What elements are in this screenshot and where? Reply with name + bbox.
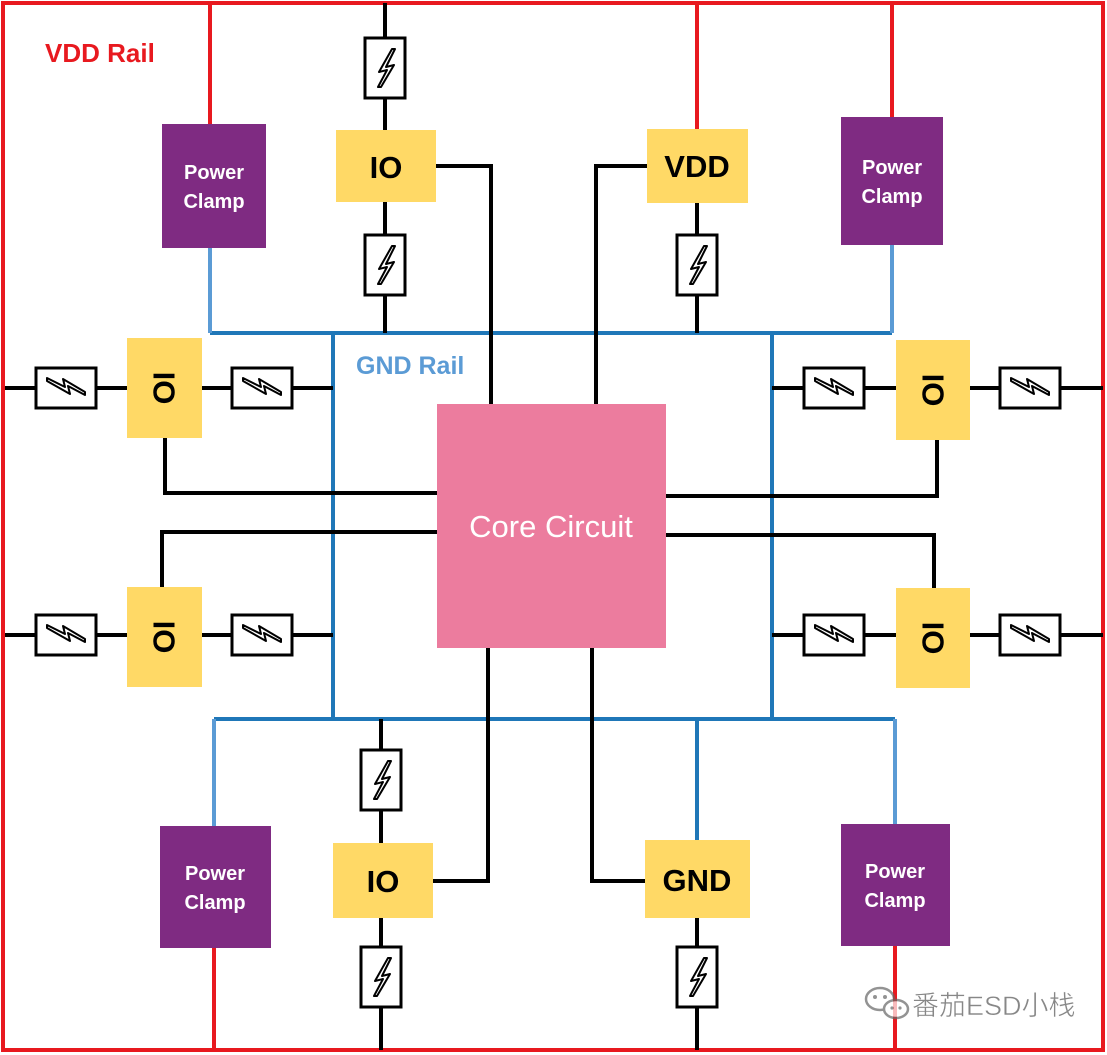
esd-device xyxy=(359,748,403,812)
wechat-icon xyxy=(864,986,910,1020)
vdd-rail-label: VDD Rail xyxy=(45,38,155,68)
vdd-pad: VDD xyxy=(647,129,748,203)
esd-device xyxy=(998,366,1062,410)
esd-device xyxy=(802,366,866,410)
io-pad-label: IO xyxy=(916,622,951,655)
io-pad-left-top: IO xyxy=(127,338,202,438)
io-pad-bottom: IO xyxy=(333,843,433,918)
esd-device xyxy=(34,613,98,657)
esd-device xyxy=(359,945,403,1009)
esd-device xyxy=(802,613,866,657)
esd-device xyxy=(675,233,719,297)
power-clamp-label: Power xyxy=(862,157,922,179)
power-clamp-label: Clamp xyxy=(184,892,245,914)
io-pad-label: IO xyxy=(370,150,403,185)
esd-device xyxy=(363,36,407,100)
io-pad-label: IO xyxy=(147,372,182,405)
power-clamp-label: Clamp xyxy=(864,890,925,912)
io-pad-left-bottom: IO xyxy=(127,587,202,687)
watermark-text: 番茄ESD小栈 xyxy=(912,991,1076,1021)
gnd-rail-label: GND Rail xyxy=(356,352,464,380)
power-clamp-label: Power xyxy=(185,863,245,885)
vdd-pad-label: VDD xyxy=(664,149,729,184)
esd-device xyxy=(34,366,98,410)
power-clamp-label: Power xyxy=(865,861,925,883)
esd-device xyxy=(230,613,294,657)
core-circuit: Core Circuit xyxy=(437,404,666,648)
io-pad-label: IO xyxy=(916,374,951,407)
esd-device xyxy=(363,233,407,297)
io-pad-label: IO xyxy=(147,621,182,654)
io-pad-right-bottom: IO xyxy=(896,588,970,688)
io-pad-label: IO xyxy=(367,864,400,899)
gnd-pad-label: GND xyxy=(663,863,732,898)
gnd-pad: GND xyxy=(645,840,750,918)
esd-device xyxy=(998,613,1062,657)
power-clamp-label: Power xyxy=(184,162,244,184)
gnd-rail xyxy=(208,245,897,840)
signal-wires xyxy=(5,3,1103,1050)
power-clamp: Power Clamp xyxy=(841,117,943,245)
esd-device xyxy=(675,945,719,1009)
power-clamp: Power Clamp xyxy=(841,824,950,946)
esd-device xyxy=(230,366,294,410)
power-clamp-label: Clamp xyxy=(861,186,922,208)
io-pad-right-top: IO xyxy=(896,340,970,440)
power-clamp-label: Clamp xyxy=(183,191,244,213)
io-pad-top: IO xyxy=(336,130,436,202)
watermark: 番茄ESD小栈 xyxy=(864,986,1076,1021)
core-circuit-label: Core Circuit xyxy=(469,509,633,544)
power-clamp: Power Clamp xyxy=(160,826,271,948)
power-clamp: Power Clamp xyxy=(162,124,266,248)
